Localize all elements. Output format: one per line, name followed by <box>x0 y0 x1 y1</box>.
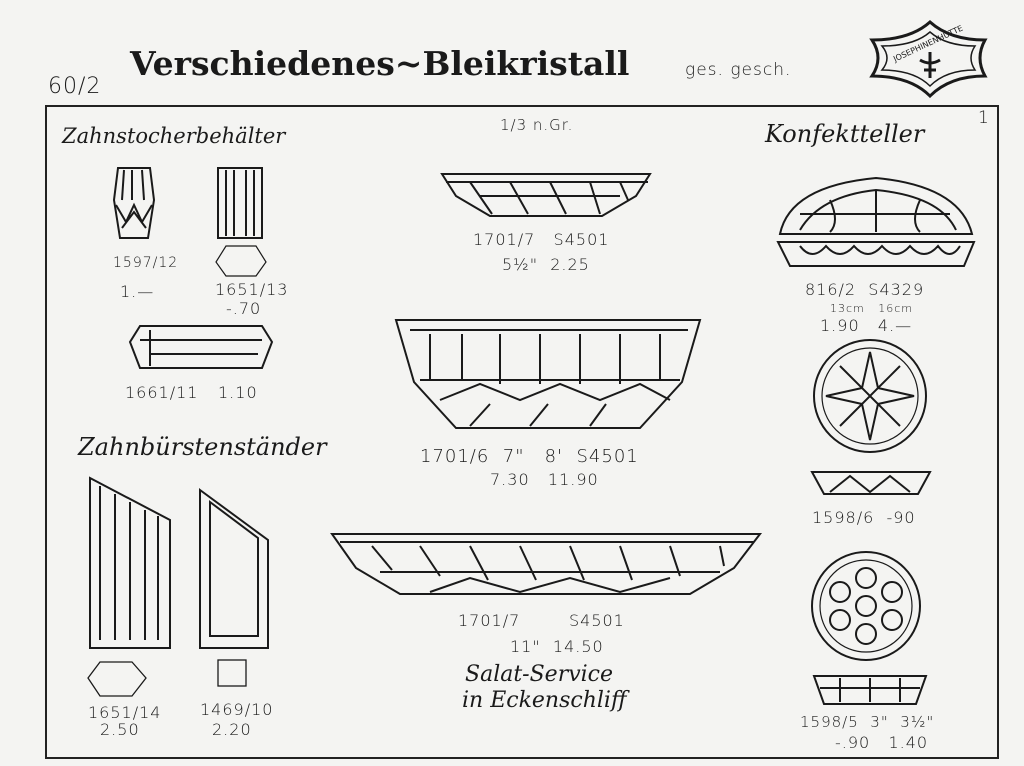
item-code: 1651/14 <box>88 703 162 722</box>
page-number: 60/2 <box>48 74 102 99</box>
item-price: 5½" 2.25 <box>502 255 590 274</box>
item-price: -.70 <box>226 299 262 318</box>
item-price: 1.90 4.— <box>820 316 913 335</box>
item-price: 2.20 <box>212 720 252 739</box>
item-code: 1661/11 <box>125 383 199 402</box>
item-code: 1701/7 S4501 <box>473 230 610 249</box>
item-price: 1.— <box>120 282 155 301</box>
confection-plate-1598-6-drawing <box>810 339 932 495</box>
toothbrush-stand-1651-14-drawing <box>87 476 171 697</box>
salad-bowl-1701-7-small-drawing <box>440 173 652 217</box>
confection-plate-1598-5-drawing <box>811 551 928 705</box>
toothpick-holder-1661-11-drawing <box>128 325 274 369</box>
josephinenhuette-logo: JOSEPHINENHÜTTE <box>869 19 988 99</box>
item-code: 1598/5 3" 3½" <box>800 713 935 731</box>
page-title: Verschiedenes~Bleikristall <box>130 44 630 83</box>
item-sizes: 13cm 16cm <box>830 302 914 315</box>
salad-service-caption-cut: in Eckenschliff <box>462 688 627 713</box>
toothpick-holder-1651-13-drawing <box>215 167 267 277</box>
item-code: 1598/6 -90 <box>812 508 916 527</box>
item-price: 2.50 <box>100 720 140 739</box>
item-code: 1597/12 <box>113 255 179 271</box>
item-code: 1701/7 S4501 <box>458 611 625 630</box>
salad-bowl-1701-6-drawing <box>394 319 702 429</box>
scale-note: 1/3 n.Gr. <box>500 116 574 134</box>
item-code: 816/2 S4329 <box>805 280 925 299</box>
toothbrush-stand-1469-10-drawing <box>199 488 269 687</box>
item-code: 1469/10 <box>200 700 274 719</box>
heading-zahnstocherbehaelter: Zahnstocherbehälter <box>62 124 286 148</box>
confection-plate-816-2-drawing <box>776 176 976 267</box>
catalog-frame <box>45 105 999 759</box>
salad-service-caption: Salat-Service <box>465 662 614 687</box>
item-code: 1651/13 <box>215 280 289 299</box>
plate-number: 1 <box>978 108 990 128</box>
toothpick-holder-1597-12-drawing <box>112 167 156 239</box>
heading-zahnbuerstenstaender: Zahnbürstenständer <box>78 433 327 461</box>
protection-note: ges. gesch. <box>685 60 792 80</box>
item-price: -.90 1.40 <box>835 733 929 752</box>
item-price: 1.10 <box>218 383 258 402</box>
item-code: 1701/6 7" 8' S4501 <box>420 446 639 467</box>
heading-konfektteller: Konfektteller <box>765 120 925 148</box>
salad-bowl-1701-7-large-drawing <box>330 533 763 595</box>
item-price: 7.30 11.90 <box>490 470 599 489</box>
item-price: 11" 14.50 <box>510 637 604 656</box>
